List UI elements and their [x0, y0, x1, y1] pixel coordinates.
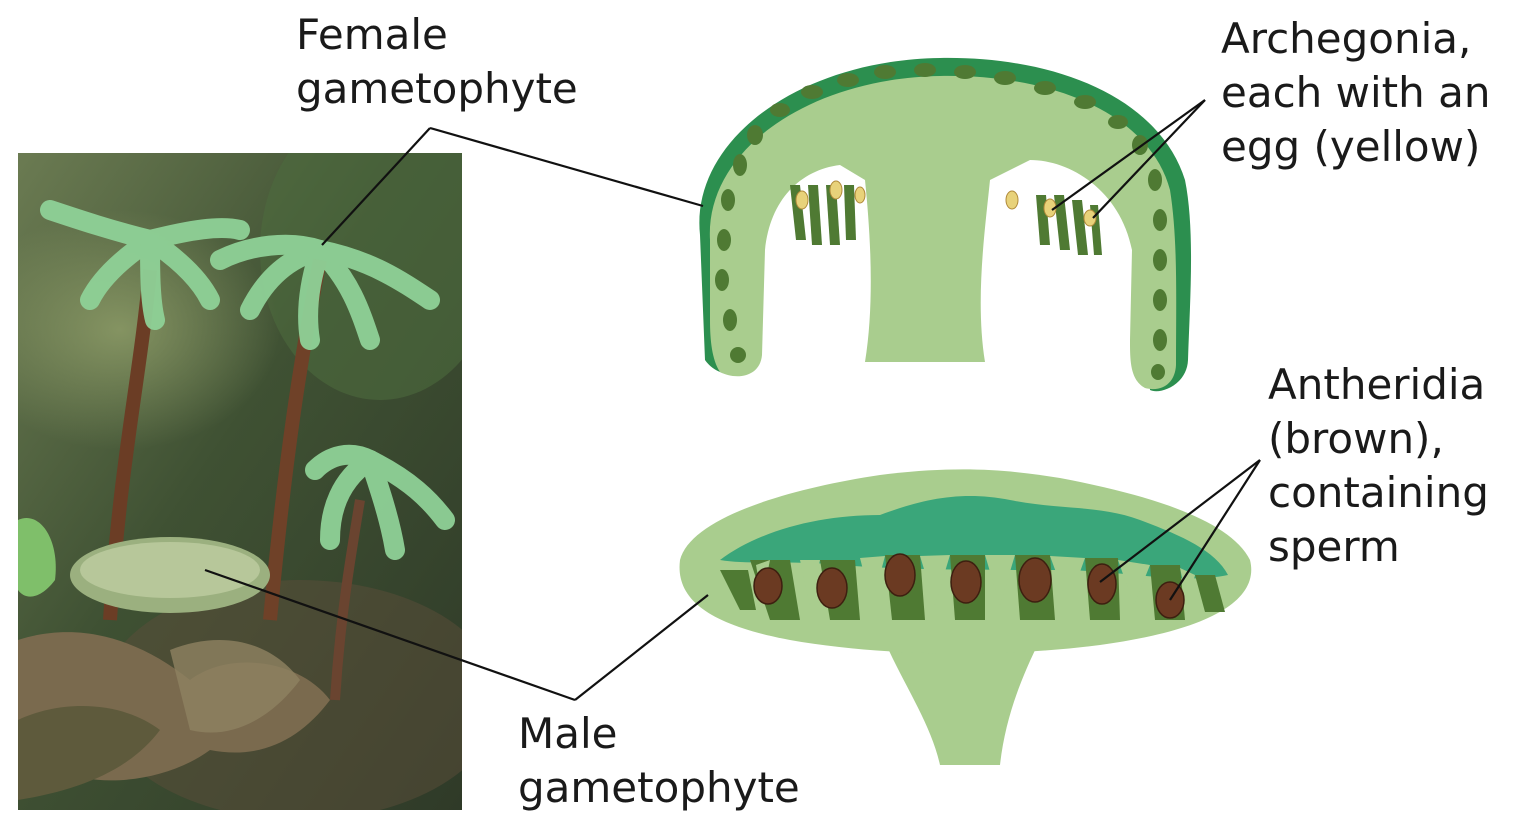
label-antheridia-line3: containing [1268, 466, 1489, 520]
label-archegonia: Archegonia, each with an egg (yellow) [1221, 12, 1490, 174]
label-antheridia-line2: (brown), [1268, 412, 1489, 466]
label-archegonia-line3: egg (yellow) [1221, 120, 1490, 174]
label-antheridia: Antheridia (brown), containing sperm [1268, 358, 1489, 574]
archegoniophore-cross-section [699, 58, 1191, 391]
label-female-line2: gametophyte [296, 62, 578, 116]
label-archegonia-line2: each with an [1221, 66, 1490, 120]
moss-photo [0, 100, 500, 815]
label-antheridia-line4: sperm [1268, 520, 1489, 574]
label-female-gametophyte: Female gametophyte [296, 8, 578, 116]
label-male-gametophyte: Male gametophyte [518, 707, 800, 815]
label-female-line1: Female [296, 8, 578, 62]
label-archegonia-line1: Archegonia, [1221, 12, 1490, 66]
label-male-line2: gametophyte [518, 761, 800, 815]
label-male-line1: Male [518, 707, 800, 761]
label-antheridia-line1: Antheridia [1268, 358, 1489, 412]
